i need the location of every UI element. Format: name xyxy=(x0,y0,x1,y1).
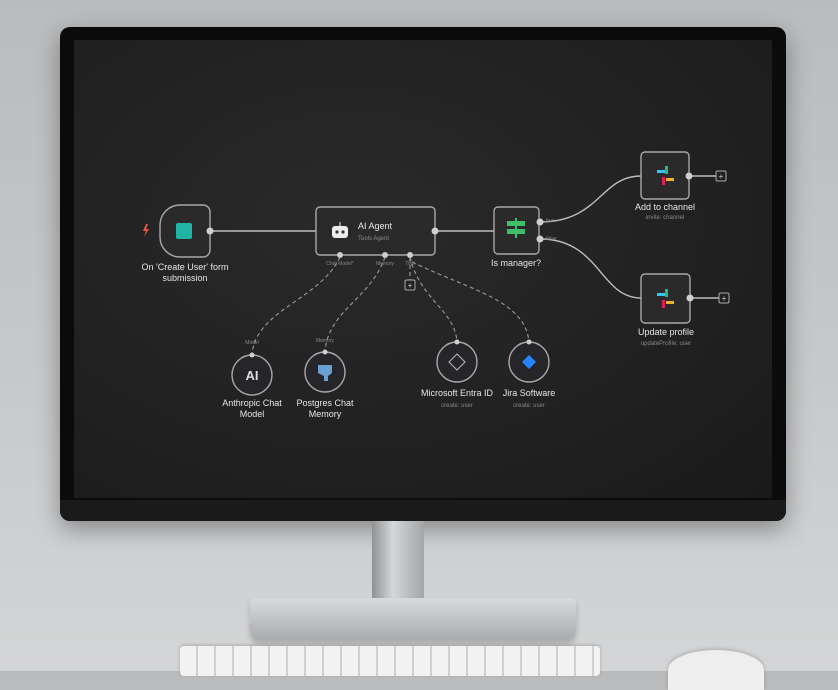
input-port[interactable] xyxy=(249,352,255,358)
node-label: Anthropic Chat xyxy=(222,398,282,408)
node-subtitle: create: user xyxy=(441,403,473,409)
robot-icon xyxy=(332,222,348,238)
is-manager-node[interactable]: true false Is manager? xyxy=(491,206,557,268)
trigger-label-2: submission xyxy=(162,273,207,283)
node-label: Microsoft Entra ID xyxy=(421,388,494,398)
connections xyxy=(210,175,719,299)
entra-icon xyxy=(448,353,466,371)
add-to-channel-node[interactable]: Add to channel invite: channel xyxy=(635,151,695,221)
jira-icon xyxy=(522,355,536,369)
input-port[interactable] xyxy=(454,339,460,345)
entra-node[interactable]: Microsoft Entra ID create: user xyxy=(421,339,494,410)
true-label: true xyxy=(546,218,555,224)
switch-label: Is manager? xyxy=(491,258,541,268)
add-node-button[interactable]: + xyxy=(718,292,730,304)
output-port[interactable] xyxy=(431,227,439,235)
port-label: Tool xyxy=(405,261,414,267)
monitor-chin xyxy=(60,500,786,521)
node-label: Memory xyxy=(309,409,342,419)
plus-icon: + xyxy=(719,172,724,181)
add-tool-button[interactable]: + xyxy=(404,279,416,291)
workflow-canvas[interactable]: On 'Create User' form submission AI Agen… xyxy=(0,0,838,671)
signpost-icon xyxy=(507,218,525,238)
monitor-stand-base xyxy=(250,598,576,640)
monitor-screen xyxy=(74,40,772,498)
false-label: false xyxy=(546,236,557,242)
ai-agent-node[interactable]: AI Agent Tools Agent Chat Model* Memory … xyxy=(315,206,439,267)
output-port[interactable] xyxy=(686,294,694,302)
tool-port[interactable] xyxy=(407,252,413,258)
plus-icon: + xyxy=(722,294,727,303)
output-port[interactable] xyxy=(685,172,693,180)
node-subtitle: create: user xyxy=(513,403,545,409)
plus-icon: + xyxy=(408,281,413,290)
update-profile-subtitle: updateProfile: user xyxy=(641,341,691,347)
lightning-icon xyxy=(143,224,149,237)
node-label: Model xyxy=(240,409,265,419)
add-channel-subtitle: invite: channel xyxy=(646,215,684,221)
sub-connections xyxy=(251,256,530,356)
form-icon xyxy=(176,223,192,239)
agent-title: AI Agent xyxy=(358,221,393,231)
update-profile-node[interactable]: Update profile updateProfile: user xyxy=(638,273,694,347)
postgres-icon xyxy=(318,365,332,381)
output-port[interactable] xyxy=(206,227,214,235)
update-profile-label: Update profile xyxy=(638,327,694,337)
port-label: Chat Model* xyxy=(326,261,354,267)
slack-icon xyxy=(657,289,674,308)
input-port[interactable] xyxy=(322,349,328,355)
port-label: Memory xyxy=(376,261,395,267)
trigger-label: On 'Create User' form xyxy=(142,262,229,272)
slack-icon xyxy=(657,166,674,185)
postgres-node[interactable]: Memory Postgres Chat Memory xyxy=(296,338,354,419)
node-label: Jira Software xyxy=(503,388,556,398)
node-label: Postgres Chat xyxy=(296,398,354,408)
true-port[interactable] xyxy=(536,218,544,226)
anthropic-icon: AI xyxy=(246,368,259,383)
port-label: Model xyxy=(245,340,259,346)
jira-node[interactable]: Jira Software create: user xyxy=(503,339,556,410)
add-channel-label: Add to channel xyxy=(635,202,695,212)
memory-port[interactable] xyxy=(382,252,388,258)
add-node-button[interactable]: + xyxy=(715,170,727,182)
false-port[interactable] xyxy=(536,235,544,243)
anthropic-node[interactable]: AI Model Anthropic Chat Model xyxy=(222,340,282,419)
agent-subtitle: Tools Agent xyxy=(358,236,389,242)
port-label: Memory xyxy=(316,338,335,344)
monitor-stand-neck xyxy=(372,521,424,603)
input-port[interactable] xyxy=(526,339,532,345)
trigger-node[interactable]: On 'Create User' form submission xyxy=(142,204,229,283)
chat-model-port[interactable] xyxy=(337,252,343,258)
